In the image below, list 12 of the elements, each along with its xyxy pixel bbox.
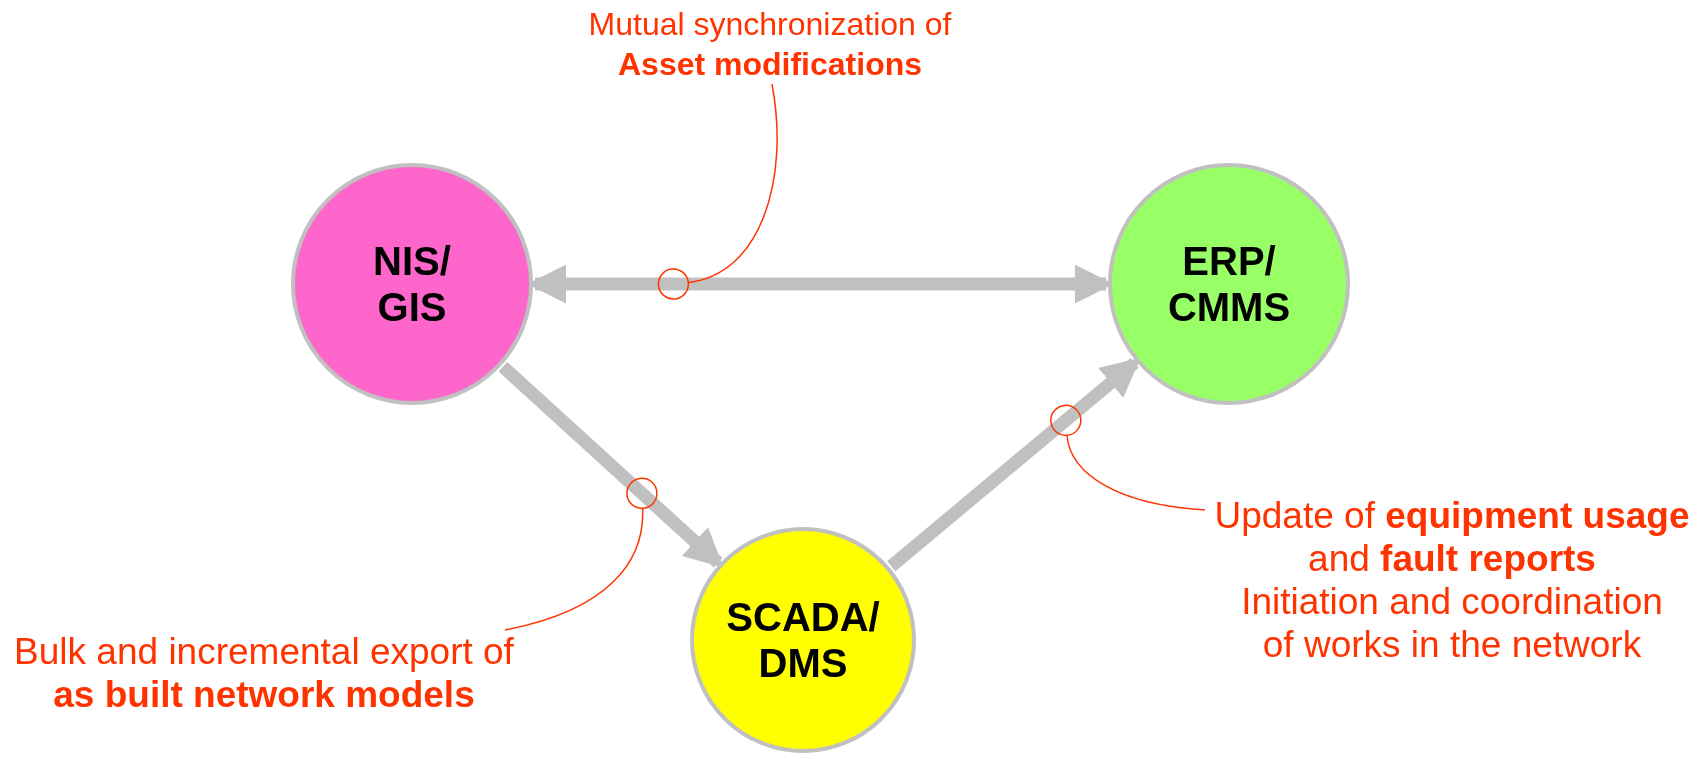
system-name: SCADA/ DMS — [726, 594, 880, 686]
arrow — [887, 357, 1141, 572]
leader-line — [657, 83, 778, 302]
annotation-text: Initiation and coordination of works in the network — [1240, 580, 1664, 666]
annotation-text: Update of equipment usage and fault reports — [1213, 494, 1691, 580]
arrow — [498, 362, 724, 568]
annotation-text: Mutual synchronization of Asset modifications — [587, 5, 953, 84]
system-name: NIS/ GIS — [373, 238, 451, 330]
leader-line — [1048, 404, 1206, 511]
annotation-text: Bulk and incremental export of as built network models — [13, 630, 515, 716]
leader-line — [504, 477, 659, 631]
system-name: ERP/ CMMS — [1167, 238, 1291, 330]
